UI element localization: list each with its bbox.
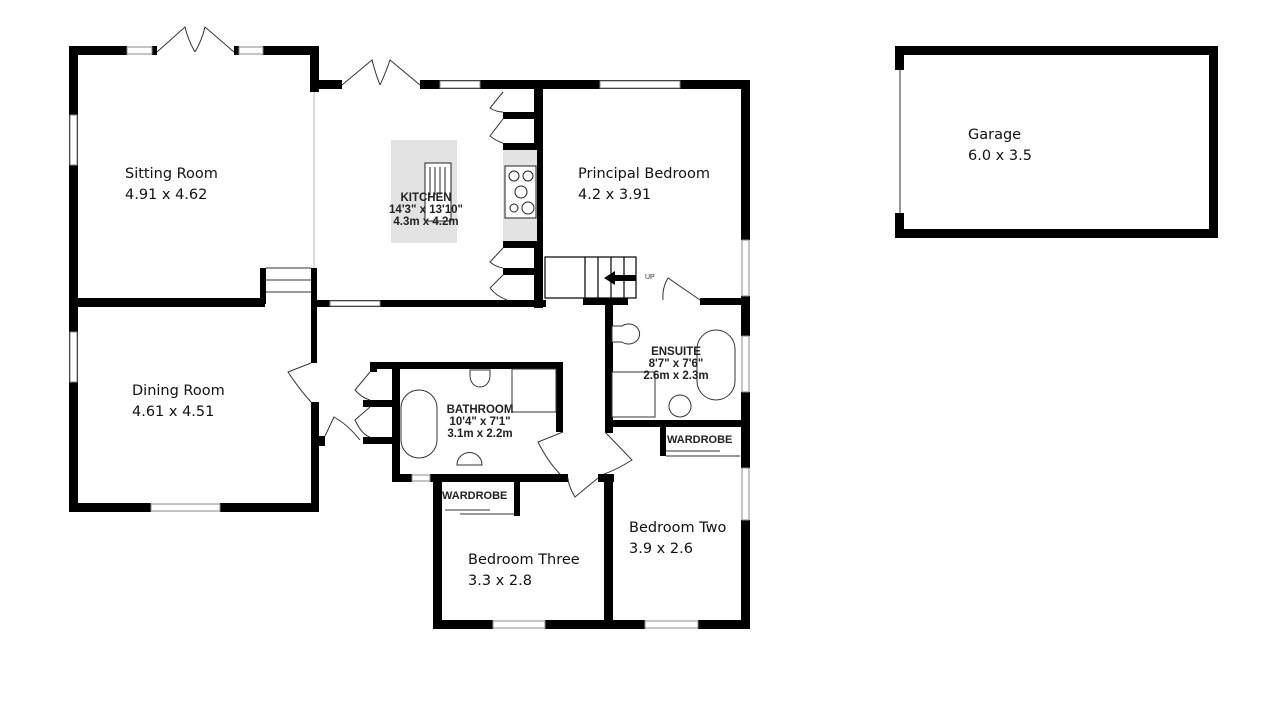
toilet-icon bbox=[469, 369, 491, 388]
room-dims: 4.61 x 4.51 bbox=[132, 404, 215, 420]
basin-icon bbox=[668, 394, 692, 418]
bath-icon bbox=[400, 389, 438, 459]
room-name: BATHROOM bbox=[446, 404, 514, 416]
toilet-icon bbox=[611, 323, 641, 345]
shower-icon bbox=[511, 368, 557, 413]
room-dims-metric: 3.1m x 2.2m bbox=[447, 428, 513, 440]
room-name: Principal Bedroom bbox=[578, 166, 710, 182]
room-kitchen: KITCHEN 14'3" x 13'10" 4.3m x 4.2m bbox=[380, 192, 472, 228]
wall bbox=[69, 46, 78, 304]
shower-icon bbox=[611, 371, 656, 418]
room-principal-bedroom: Principal Bedroom 4.2 x 3.91 bbox=[578, 164, 710, 206]
basin-icon bbox=[456, 452, 483, 466]
room-dims: 3.3 x 2.8 bbox=[468, 573, 532, 589]
room-bedroom-two: Bedroom Two 3.9 x 2.6 bbox=[629, 518, 726, 560]
bath-icon bbox=[696, 329, 736, 401]
stairs-up-label: UP bbox=[645, 274, 655, 281]
room-garage: Garage 6.0 x 3.5 bbox=[968, 125, 1032, 167]
stairs-arrow-icon bbox=[604, 271, 636, 285]
room-dims-imperial: 10'4" x 7'1" bbox=[449, 416, 511, 428]
hob-icon bbox=[504, 165, 537, 219]
room-name: ENSUITE bbox=[651, 346, 701, 358]
room-name: Bedroom Two bbox=[629, 520, 727, 536]
room-dims: 4.91 x 4.62 bbox=[125, 187, 208, 203]
room-bedroom-three: Bedroom Three 3.3 x 2.8 bbox=[468, 550, 580, 592]
room-dims-metric: 2.6m x 2.3m bbox=[643, 370, 709, 382]
room-dims: 4.2 x 3.91 bbox=[578, 187, 652, 203]
room-dims-metric: 4.3m x 4.2m bbox=[393, 216, 459, 228]
room-sitting-room: Sitting Room 4.91 x 4.62 bbox=[125, 164, 218, 206]
room-dims: 3.9 x 2.6 bbox=[629, 541, 693, 557]
room-dims: 6.0 x 3.5 bbox=[968, 148, 1032, 164]
wardrobe-label: WARDROBE bbox=[442, 490, 508, 502]
room-name: KITCHEN bbox=[400, 192, 452, 204]
room-dining-room: Dining Room 4.61 x 4.51 bbox=[132, 381, 225, 423]
room-dims-imperial: 14'3" x 13'10" bbox=[389, 204, 463, 216]
window bbox=[126, 46, 153, 55]
room-name: Dining Room bbox=[132, 383, 225, 399]
sink-icon bbox=[424, 162, 452, 222]
room-name: Garage bbox=[968, 127, 1022, 143]
wall bbox=[69, 46, 127, 55]
wardrobe-label: WARDROBE bbox=[667, 434, 733, 446]
room-dims-imperial: 8'7" x 7'6" bbox=[648, 358, 704, 370]
room-bathroom: BATHROOM 10'4" x 7'1" 3.1m x 2.2m bbox=[434, 404, 526, 440]
room-name: Bedroom Three bbox=[468, 552, 580, 568]
room-name: Sitting Room bbox=[125, 166, 218, 182]
room-ensuite: ENSUITE 8'7" x 7'6" 2.6m x 2.3m bbox=[630, 346, 722, 382]
